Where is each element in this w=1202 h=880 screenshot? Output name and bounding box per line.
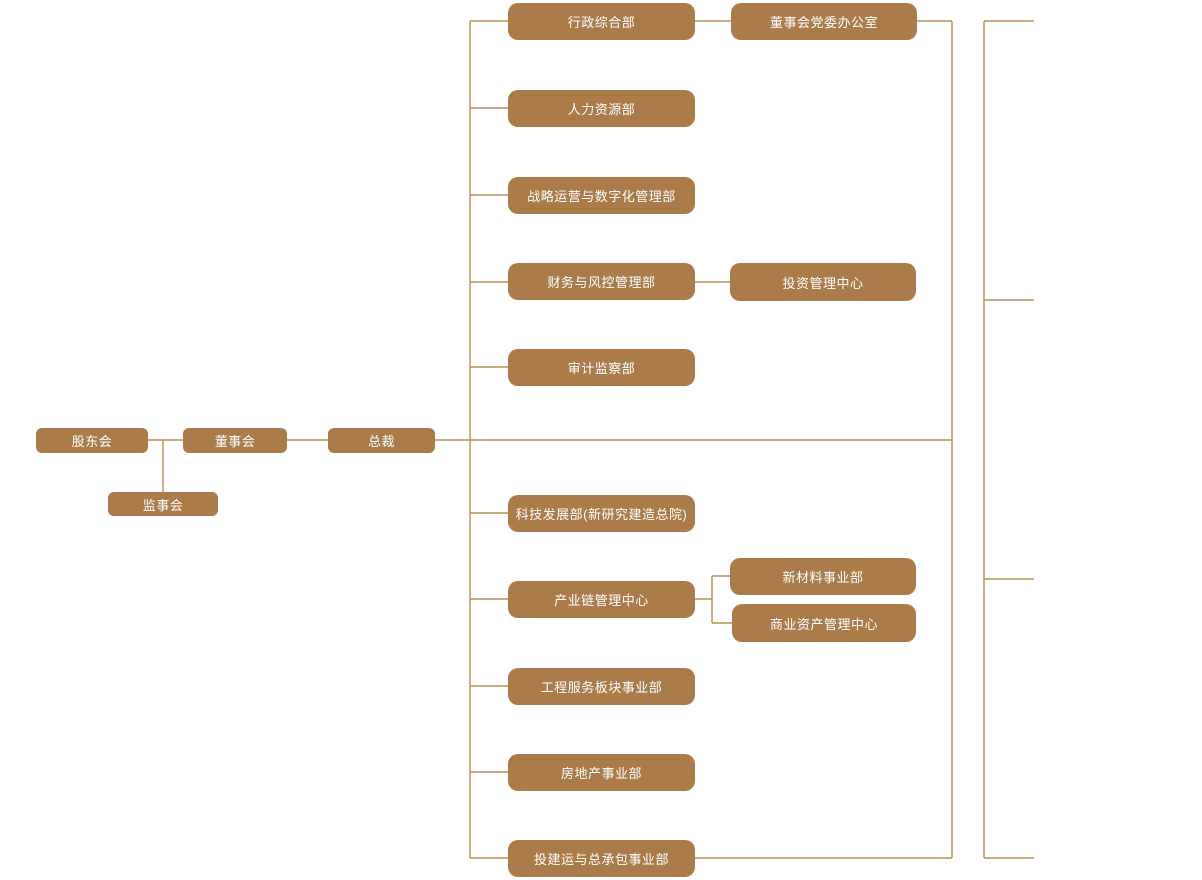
org-node-invest-build-epc-bu: 投建运与总承包事业部 [508, 840, 695, 877]
org-node-board-of-directors: 董事会 [183, 428, 287, 453]
org-node-label: 工程服务板块事业部 [540, 680, 663, 695]
org-node-label: 新材料事业部 [782, 570, 864, 585]
org-node-label: 总裁 [367, 434, 395, 449]
org-node-new-materials-bu: 新材料事业部 [730, 558, 916, 595]
org-node-label: 董事会党委办公室 [769, 15, 878, 30]
org-node-strategy-digital-dept: 战略运营与数字化管理部 [508, 177, 695, 214]
org-node-label: 战略运营与数字化管理部 [527, 189, 676, 204]
org-node-label: 股东会 [71, 434, 113, 449]
org-node-finance-risk-dept: 财务与风控管理部 [508, 263, 695, 300]
org-node-board-party-office: 董事会党委办公室 [731, 3, 917, 40]
org-node-label: 人力资源部 [567, 102, 636, 117]
org-node-admin-general-dept: 行政综合部 [508, 3, 695, 40]
org-node-label: 投资管理中心 [782, 275, 864, 291]
org-node-investment-center: 投资管理中心 [730, 263, 916, 301]
org-node-commercial-assets-center: 商业资产管理中心 [732, 604, 916, 642]
org-node-label: 监事会 [142, 497, 184, 513]
org-node-label: 科技发展部(新研究建造总院) [515, 507, 688, 522]
org-node-supervisory-board: 监事会 [108, 492, 218, 516]
org-node-label: 董事会 [214, 434, 256, 449]
org-node-tech-development-dept: 科技发展部(新研究建造总院) [508, 495, 695, 532]
org-node-engineering-service-bu: 工程服务板块事业部 [508, 668, 695, 705]
org-node-audit-supervision-dept: 审计监察部 [508, 349, 695, 386]
org-node-president: 总裁 [328, 428, 435, 453]
org-node-industry-chain-center: 产业链管理中心 [508, 581, 695, 618]
org-node-label: 行政综合部 [567, 15, 636, 30]
org-node-label: 商业资产管理中心 [769, 616, 878, 632]
org-node-label: 产业链管理中心 [554, 593, 649, 608]
org-node-label: 投建运与总承包事业部 [533, 852, 669, 867]
org-node-shareholders-meeting: 股东会 [36, 428, 148, 453]
org-node-real-estate-bu: 房地产事业部 [508, 754, 695, 791]
org-node-label: 审计监察部 [567, 361, 636, 376]
org-node-label: 房地产事业部 [560, 766, 642, 781]
org-node-hr-dept: 人力资源部 [508, 90, 695, 127]
org-node-label: 财务与风控管理部 [547, 275, 656, 290]
